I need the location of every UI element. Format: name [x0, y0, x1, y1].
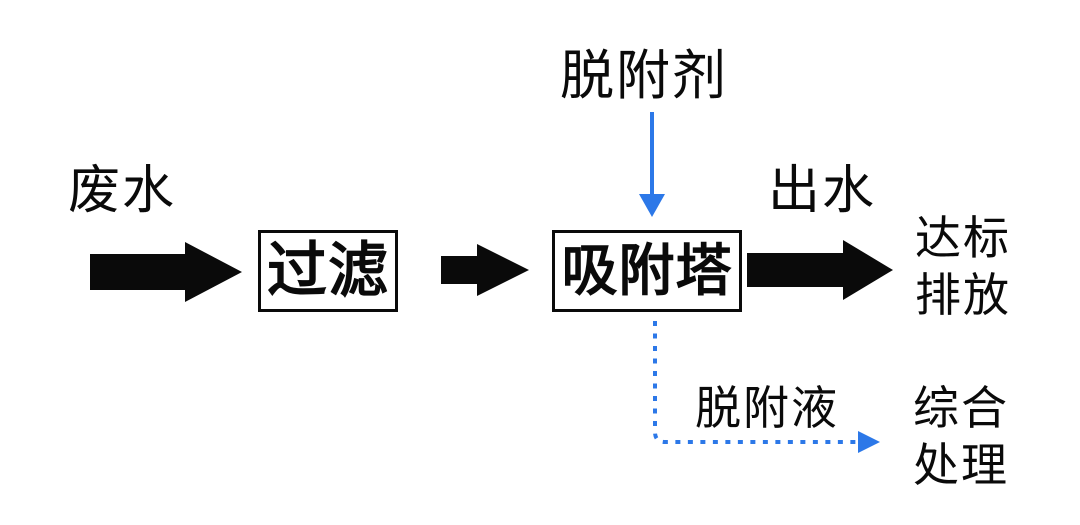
flow-arrow-filter-to-tower — [441, 244, 529, 296]
filter-box-label: 过滤 — [267, 237, 389, 304]
discharge-label: 达标 排放 — [915, 210, 1011, 324]
desorbent-label: 脱附剂 — [560, 46, 728, 106]
desorbent-arrow-head — [639, 194, 665, 217]
desorbate-label: 脱附液 — [695, 382, 839, 434]
discharge-label-line2: 排放 — [915, 269, 1011, 321]
desorbate-dashed-line — [653, 321, 856, 444]
treatment-label: 综合 处理 — [913, 380, 1009, 494]
treatment-label-line2: 处理 — [913, 439, 1009, 491]
discharge-label-line1: 达标 — [915, 212, 1011, 264]
flow-arrow-wastewater-to-filter — [90, 242, 242, 302]
adsorption-tower-label: 吸附塔 — [561, 239, 733, 302]
effluent-label: 出水 — [768, 162, 877, 220]
wastewater-label: 废水 — [68, 162, 177, 220]
flow-arrow-tower-to-discharge — [747, 240, 893, 300]
adsorption-tower-box: 吸附塔 — [552, 230, 742, 312]
treatment-label-line1: 综合 — [913, 382, 1009, 434]
desorbate-arrow-head — [858, 431, 880, 453]
filter-box: 过滤 — [258, 230, 398, 312]
